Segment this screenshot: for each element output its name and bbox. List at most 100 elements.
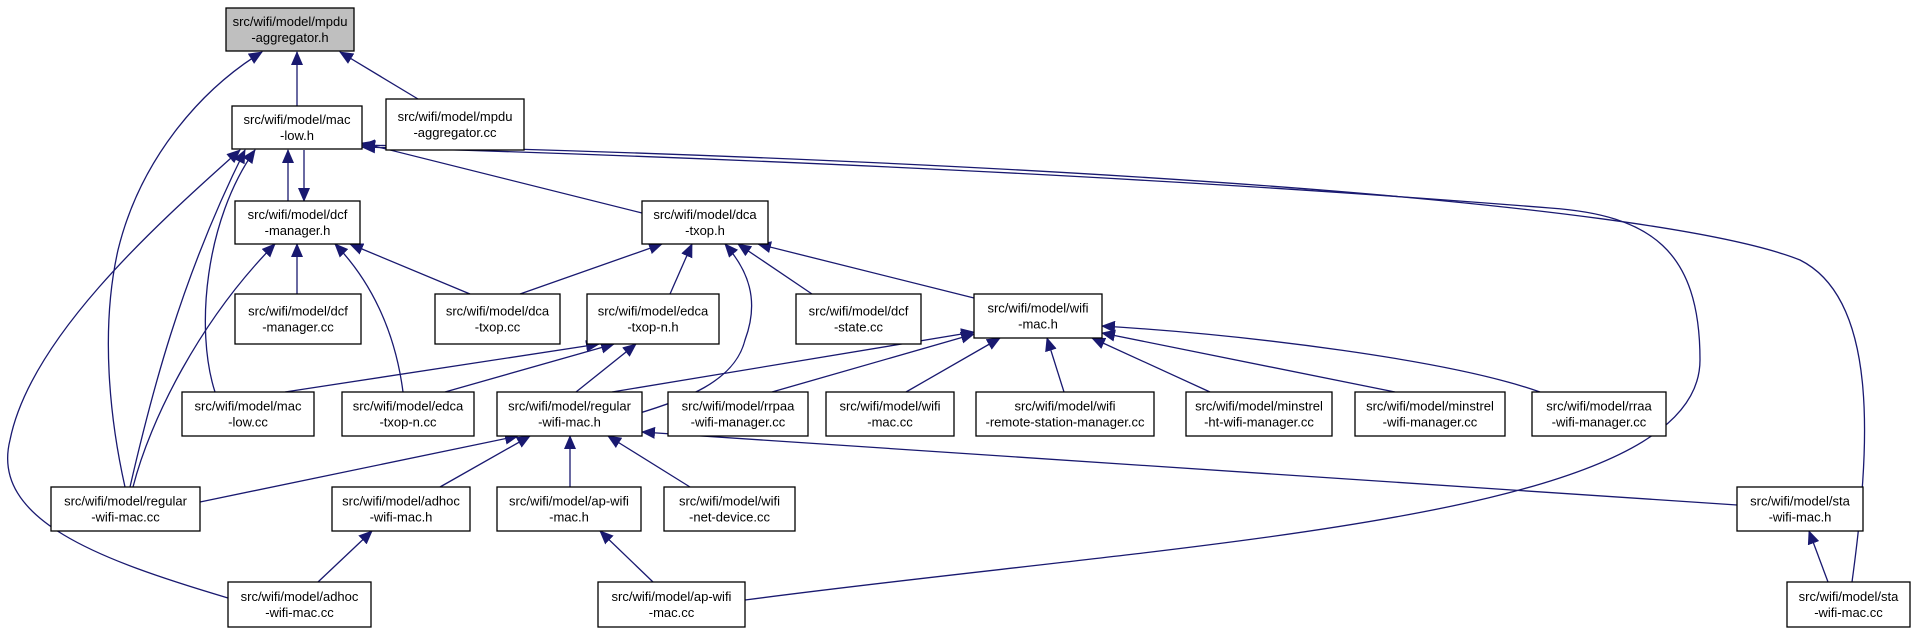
node-label-line: -mac.h [1018, 317, 1058, 332]
node-regular-wifi-mac-cc[interactable]: src/wifi/model/regular-wifi-mac.cc [50, 486, 201, 532]
node-dcf-state-cc[interactable]: src/wifi/model/dcf-state.cc [795, 293, 922, 345]
node-label-line: -txop-n.h [627, 320, 678, 335]
node-label-line: -low.h [280, 128, 314, 143]
node-label-line: -ht-wifi-manager.cc [1204, 415, 1314, 430]
node-dca-txop-cc[interactable]: src/wifi/model/dca-txop.cc [434, 293, 561, 345]
node-label-line: -low.cc [228, 415, 268, 430]
node-box [234, 200, 361, 245]
edge-dca-txop-h-to-mac-low-h [361, 140, 643, 214]
node-label-line: -wifi-mac.h [370, 510, 433, 525]
edge-rraa-cc-to-wifi-mac-h [1101, 320, 1541, 393]
graph-edges [7, 51, 1866, 601]
node-label-line: -manager.h [265, 223, 331, 238]
edge-mac-low-cc-to-mac-low-h [204, 149, 256, 393]
node-label-line: src/wifi/model/rrpaa [682, 399, 795, 414]
node-box [1354, 391, 1506, 437]
node-label-line: src/wifi/model/wifi [987, 301, 1088, 316]
node-label-line: src/wifi/model/mpdu [233, 14, 348, 29]
edge-minstrel-ht-cc-to-wifi-mac-h [1091, 337, 1211, 393]
node-wifi-rsm-cc[interactable]: src/wifi/model/wifi-remote-station-manag… [975, 391, 1155, 437]
edge-ap-wifi-mac-cc-to-ap-wifi-mac-h [599, 530, 654, 583]
node-label-line: -wifi-mac.cc [1814, 605, 1883, 620]
node-box [234, 293, 362, 345]
edge-regular-wifi-mac-cc-to-mpdu-agg-h [107, 51, 263, 488]
node-box [973, 293, 1103, 339]
edge-mac-low-cc-to-edca-txop-n-h [284, 340, 600, 393]
node-label-line: -mac.cc [867, 415, 913, 430]
edge-dcf-state-cc-to-dca-txop-h [737, 243, 813, 295]
node-dcf-manager-h[interactable]: src/wifi/model/dcf-manager.h [234, 200, 361, 245]
node-label-line: -remote-station-manager.cc [986, 415, 1145, 430]
node-box [225, 7, 355, 52]
edge-regular-wifi-mac-cc-to-mac-low-h [129, 149, 246, 488]
node-sta-wifi-mac-cc[interactable]: src/wifi/model/sta-wifi-mac.cc [1786, 581, 1911, 628]
node-box [331, 486, 471, 532]
node-box [586, 293, 720, 345]
node-label-line: src/wifi/model/edca [598, 304, 709, 319]
node-label-line: src/wifi/model/adhoc [342, 494, 460, 509]
node-ap-wifi-mac-h[interactable]: src/wifi/model/ap-wifi-mac.h [496, 486, 642, 532]
node-rrpaa-cc[interactable]: src/wifi/model/rrpaa-wifi-manager.cc [667, 391, 809, 437]
node-label-line: -txop.cc [475, 320, 521, 335]
node-label-line: src/wifi/model/ap-wifi [509, 494, 629, 509]
edge-adhoc-wifi-mac-h-to-regular-wifi-mac-h [439, 435, 531, 488]
edge-minstrel-cc-to-wifi-mac-h [1101, 329, 1396, 393]
node-label-line: -aggregator.cc [413, 125, 497, 140]
node-box [181, 391, 315, 437]
edge-sta-wifi-mac-cc-to-sta-wifi-mac-h [1807, 530, 1829, 583]
node-mac-low-cc[interactable]: src/wifi/model/mac-low.cc [181, 391, 315, 437]
node-mpdu-agg-h[interactable]: src/wifi/model/mpdu-aggregator.h [225, 7, 355, 52]
node-label-line: src/wifi/model/sta [1799, 589, 1899, 604]
edge-sta-wifi-mac-cc-to-mac-low-h [361, 139, 1866, 583]
node-label-line: src/wifi/model/regular [64, 494, 187, 509]
edge-rrpaa-cc-to-wifi-mac-h [771, 331, 975, 393]
node-edca-txop-n-cc[interactable]: src/wifi/model/edca-txop-n.cc [341, 391, 475, 437]
node-label-line: -wifi-manager.cc [691, 415, 786, 430]
node-label-line: src/wifi/model/ap-wifi [612, 589, 732, 604]
node-minstrel-ht-cc[interactable]: src/wifi/model/minstrel-ht-wifi-manager.… [1185, 391, 1333, 437]
node-dcf-manager-cc[interactable]: src/wifi/model/dcf-manager.cc [234, 293, 362, 345]
node-box [667, 391, 809, 437]
node-sta-wifi-mac-h[interactable]: src/wifi/model/sta-wifi-mac.h [1736, 486, 1864, 532]
edge-edca-txop-n-cc-to-edca-txop-n-h [444, 341, 615, 393]
edge-dca-txop-cc-to-dca-txop-h [519, 242, 663, 295]
edge-dca-txop-cc-to-dcf-manager-h [349, 243, 471, 295]
edge-edca-txop-n-cc-to-dcf-manager-h [334, 243, 404, 393]
node-label-line: src/wifi/model/sta [1750, 494, 1850, 509]
edge-adhoc-wifi-mac-cc-to-adhoc-wifi-mac-h [317, 530, 373, 583]
node-box [385, 98, 525, 151]
node-adhoc-wifi-mac-h[interactable]: src/wifi/model/adhoc-wifi-mac.h [331, 486, 471, 532]
node-label-line: -manager.cc [262, 320, 334, 335]
node-box [1185, 391, 1333, 437]
node-dca-txop-h[interactable]: src/wifi/model/dca-txop.h [641, 200, 769, 245]
node-label-line: -txop.h [685, 223, 725, 238]
node-label-line: -mac.cc [649, 605, 695, 620]
node-label-line: -txop-n.cc [379, 415, 437, 430]
node-wifi-mac-h[interactable]: src/wifi/model/wifi-mac.h [973, 293, 1103, 339]
node-edca-txop-n-h[interactable]: src/wifi/model/edca-txop-n.h [586, 293, 720, 345]
node-label-line: src/wifi/model/wifi [679, 494, 780, 509]
node-mpdu-agg-cc[interactable]: src/wifi/model/mpdu-aggregator.cc [385, 98, 525, 151]
edge-edca-txop-n-h-to-dca-txop-h [669, 243, 693, 295]
node-adhoc-wifi-mac-cc[interactable]: src/wifi/model/adhoc-wifi-mac.cc [227, 581, 372, 628]
edge-wifi-mac-h-to-dca-txop-h [757, 241, 975, 299]
node-minstrel-cc[interactable]: src/wifi/model/minstrel-wifi-manager.cc [1354, 391, 1506, 437]
node-label-line: -state.cc [834, 320, 884, 335]
node-wifi-mac-cc[interactable]: src/wifi/model/wifi-mac.cc [825, 391, 955, 437]
node-box [795, 293, 922, 345]
node-label-line: src/wifi/model/regular [508, 399, 631, 414]
node-label-line: src/wifi/model/rraa [1546, 399, 1652, 414]
node-rraa-cc[interactable]: src/wifi/model/rraa-wifi-manager.cc [1531, 391, 1667, 437]
node-mac-low-h[interactable]: src/wifi/model/mac-low.h [231, 105, 363, 150]
node-label-line: src/wifi/model/mac [195, 399, 302, 414]
node-label-line: src/wifi/model/dcf [248, 207, 348, 222]
node-regular-wifi-mac-h[interactable]: src/wifi/model/regular-wifi-mac.h [496, 391, 643, 437]
edge-regular-wifi-mac-h-to-edca-txop-n-h [575, 343, 637, 393]
node-ap-wifi-mac-cc[interactable]: src/wifi/model/ap-wifi-mac.cc [597, 581, 746, 628]
edge-ap-wifi-mac-cc-to-mac-low-h [361, 141, 1701, 601]
node-box [434, 293, 561, 345]
node-box [825, 391, 955, 437]
node-wifi-net-device-cc[interactable]: src/wifi/model/wifi-net-device.cc [663, 486, 796, 532]
node-label-line: src/wifi/model/adhoc [241, 589, 359, 604]
